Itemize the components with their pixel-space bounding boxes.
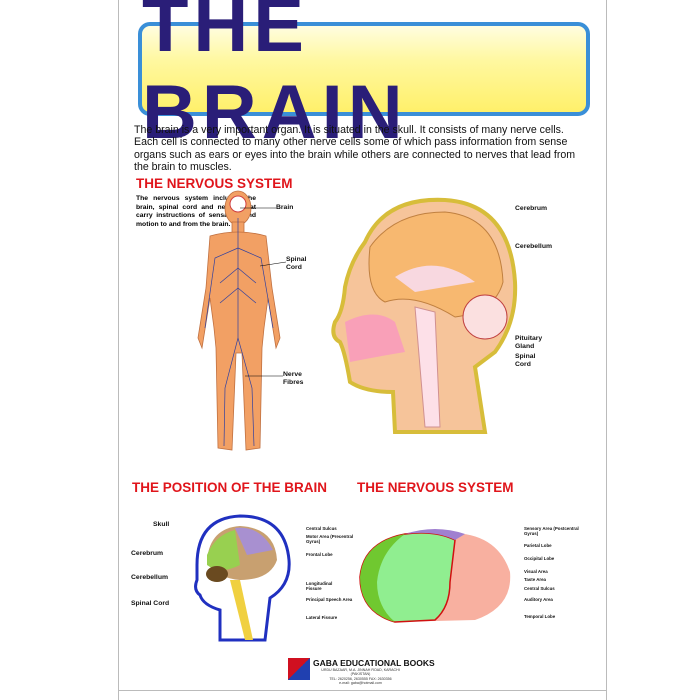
publisher-logo <box>288 658 310 680</box>
label-position-cerebellum: Cerebellum <box>131 574 169 581</box>
label-head-spinal-cord: Spinal Cord <box>515 353 536 368</box>
label-lobe-right: Visual Area <box>524 569 548 574</box>
label-brain: Brain <box>276 204 294 211</box>
label-lobe-right: Temporal Lobe <box>524 614 556 619</box>
label-lobe-right: Occipital Lobe <box>524 556 555 561</box>
bottom-trim-line <box>118 690 607 691</box>
label-leader-lines <box>240 207 287 377</box>
nervous-system-heading: THE NERVOUS SYSTEM <box>136 176 293 191</box>
label-lobe-left: Longitudinal Fissure <box>306 581 333 591</box>
label-lobe-right: Central Sulcus <box>524 586 555 591</box>
publisher-name: GABA EDUCATIONAL BOOKS <box>313 658 435 668</box>
title-banner: THE BRAIN <box>138 0 590 155</box>
label-lobe-left: Motor Area (Precentral Gyrus) <box>306 534 354 544</box>
intro-paragraph: The brain is a very important organ. It … <box>134 124 576 174</box>
nervous-system-description: The nervous system includes the brain, s… <box>136 195 256 228</box>
label-lobe-left: Principal Speech Area <box>306 597 353 602</box>
label-skull: Skull <box>153 521 170 528</box>
label-cerebrum: Cerebrum <box>515 205 548 212</box>
label-lobe-right: Sensory Area (Postcentral Gyrus) <box>524 526 579 536</box>
publisher-address: URDU BAZAAR, M.A. JINNAH ROAD, KARACHI (… <box>321 668 400 677</box>
trim-line-left <box>118 0 119 700</box>
label-nerve-fibres: Nerve Fibres <box>283 371 304 386</box>
label-position-spinal-cord: Spinal Cord <box>131 600 170 607</box>
label-position-cerebrum: Cerebrum <box>131 550 164 557</box>
label-lobe-left: Frontal Lobe <box>306 552 333 557</box>
brain-lobes-illustration <box>359 529 511 623</box>
trim-line-right <box>606 0 607 700</box>
position-heading: THE POSITION OF THE BRAIN <box>132 480 328 495</box>
label-lobe-right: Auditory Area <box>524 597 553 602</box>
publisher-email: e-mail: gaba@hotmail.com <box>339 680 382 685</box>
label-spinal-cord: Spinal Cord <box>286 256 307 271</box>
label-lobe-right: Parietal Lobe <box>524 543 552 548</box>
label-cerebellum: Cerebellum <box>515 243 553 250</box>
head-cross-section-illustration <box>331 197 518 434</box>
lobes-heading: THE NERVOUS SYSTEM <box>357 480 514 495</box>
brain-position-illustration <box>194 514 291 642</box>
publisher-tel: TEL: 2620256, 2630555 FAX: 2630356 <box>329 676 392 681</box>
label-lobe-left: Lateral Fissure <box>306 615 338 620</box>
publisher-contact: URDU BAZAAR, M.A. JINNAH ROAD, KARACHI (… <box>313 668 408 685</box>
label-lobe-right: Taste Area <box>524 577 546 582</box>
label-lobe-left: Central Sulcus <box>306 526 337 531</box>
label-pituitary-gland: Pituitary Gland <box>515 335 543 350</box>
poster-title: THE BRAIN <box>142 0 408 155</box>
